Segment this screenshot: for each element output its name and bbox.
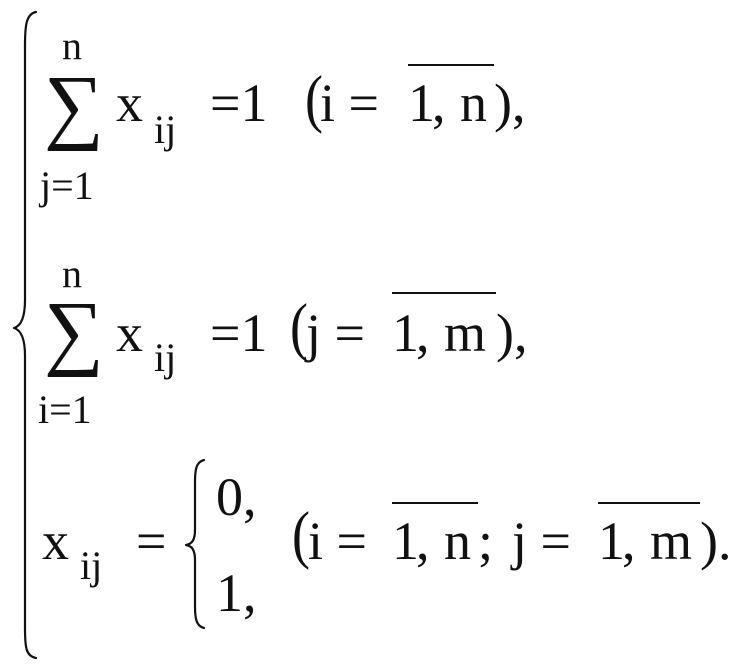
sum-lower-limit: j=1 (40, 163, 94, 208)
variable-subscript: ij (80, 543, 103, 588)
index-j-equals: j = (512, 511, 571, 571)
range-end-n: n (460, 73, 487, 133)
range-separator: , (622, 511, 636, 571)
range-overline-n (392, 502, 478, 504)
range-start: 1 (392, 511, 419, 571)
range-overline-m (598, 502, 700, 504)
variable-x: x (116, 73, 143, 133)
open-paren: ( (292, 498, 310, 571)
open-paren: ( (290, 290, 308, 363)
sum-lower-limit: i=1 (38, 387, 92, 432)
close-paren-period: ). (700, 511, 732, 571)
semicolon: ; (478, 511, 494, 571)
equals-sign: = (136, 511, 167, 571)
sigma-symbol: ∑ (44, 285, 104, 378)
equals-one: =1 (210, 303, 268, 363)
cases-left-brace (184, 458, 206, 630)
range-overline (408, 64, 494, 66)
range-start: 1 (598, 511, 625, 571)
range-separator: , (432, 73, 446, 133)
range-end-m: m (650, 511, 693, 571)
close-paren-comma: ), (494, 73, 526, 133)
case-value-1: 1, (216, 563, 257, 623)
open-paren: ( (305, 62, 323, 135)
range-overline (392, 292, 496, 294)
variable-x: x (42, 511, 69, 571)
index-i-equals: i = (320, 73, 379, 133)
case-value-0: 0, (216, 467, 257, 527)
sum-upper-limit: n (62, 23, 82, 68)
index-i-equals: i = (308, 511, 367, 571)
range-end-n: n (444, 511, 471, 571)
equals-one: =1 (210, 73, 268, 133)
range-start: 1 (392, 303, 419, 363)
sum-upper-limit: n (62, 251, 82, 296)
sigma-symbol: ∑ (44, 59, 104, 152)
range-separator: , (416, 511, 430, 571)
outer-left-brace (12, 10, 38, 660)
range-separator: , (416, 303, 430, 363)
range-start: 1 (408, 73, 435, 133)
close-paren-comma: ), (496, 303, 528, 363)
index-j-equals: j = (306, 303, 365, 363)
range-end-m: m (444, 303, 487, 363)
variable-subscript: ij (154, 107, 177, 152)
variable-subscript: ij (154, 335, 177, 380)
variable-x: x (116, 303, 143, 363)
